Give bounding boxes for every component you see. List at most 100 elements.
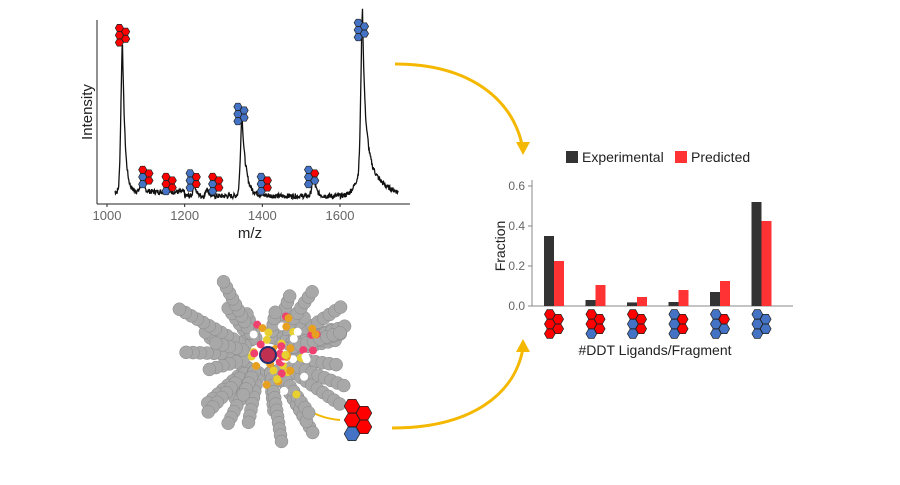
peak-fragment-icon bbox=[353, 18, 370, 42]
fraction-bar-chart: Experimental Predicted Fraction #DDT Lig… bbox=[492, 149, 793, 358]
core-atom bbox=[293, 327, 302, 336]
bar-y-tick-label: 0.6 bbox=[508, 179, 525, 193]
peak-fragment-icon bbox=[138, 165, 154, 189]
core-atom bbox=[262, 380, 271, 389]
blue-ligand-hexagon bbox=[239, 113, 249, 122]
bar-experimental bbox=[585, 300, 596, 306]
core-atom bbox=[277, 342, 286, 351]
ligand-chain-atom bbox=[305, 425, 320, 440]
ligand-chain-atom bbox=[236, 388, 251, 402]
peak-fragment-icon bbox=[303, 165, 320, 189]
red-ligand-hexagon bbox=[167, 176, 177, 185]
peak-fragment-icon bbox=[114, 24, 131, 47]
core-atom bbox=[262, 335, 271, 344]
ligand-chain-atom bbox=[209, 336, 223, 350]
bar-x-label: #DDT Ligands/Fragment bbox=[578, 342, 731, 358]
category-fragment-icon bbox=[709, 309, 731, 339]
peak-fragment-icon bbox=[256, 172, 272, 196]
core-atom bbox=[308, 346, 317, 355]
category-fragment-icon bbox=[668, 309, 689, 339]
core-atom bbox=[284, 314, 293, 323]
red-ligand-hexagon bbox=[262, 176, 272, 185]
spectrum-line bbox=[114, 8, 399, 201]
bar-experimental bbox=[751, 202, 762, 306]
red-ligand-hexagon bbox=[552, 323, 565, 334]
arrowhead-icon bbox=[516, 339, 530, 352]
bar-predicted bbox=[761, 221, 772, 306]
spectrum-x-tick-label: 1600 bbox=[326, 208, 355, 223]
red-ligand-hexagon bbox=[585, 309, 598, 320]
blue-ligand-hexagon bbox=[709, 309, 722, 320]
bar-predicted bbox=[678, 290, 689, 306]
peak-fragment-icon bbox=[208, 172, 224, 196]
peak-fragment-icon bbox=[233, 102, 249, 126]
core-atom bbox=[286, 344, 295, 353]
bar-y-tick-label: 0.2 bbox=[508, 259, 525, 273]
category-fragment-icon bbox=[626, 309, 648, 339]
bar-y-label: Fraction bbox=[492, 221, 508, 272]
blue-ligand-hexagon bbox=[239, 106, 249, 115]
legend-label-predicted: Predicted bbox=[691, 149, 750, 165]
red-ligand-hexagon bbox=[167, 183, 177, 192]
ligand-chain-atom bbox=[333, 326, 347, 340]
spectrum-x-label: m/z bbox=[238, 225, 262, 242]
red-ligand-hexagon bbox=[310, 169, 320, 178]
red-ligand-hexagon bbox=[191, 172, 201, 181]
arrow-fragment-to-chart bbox=[391, 347, 525, 430]
red-ligand-hexagon bbox=[593, 314, 606, 325]
legend-swatch-predicted bbox=[675, 151, 687, 163]
bar-predicted bbox=[637, 297, 647, 306]
blue-ligand-hexagon bbox=[759, 314, 772, 325]
bar-experimental bbox=[668, 302, 679, 306]
core-atom bbox=[286, 366, 295, 375]
red-ligand-hexagon bbox=[121, 27, 131, 36]
red-ligand-hexagon bbox=[144, 176, 154, 185]
red-ligand-hexagon bbox=[626, 309, 639, 320]
peak-fragment-icon bbox=[161, 172, 177, 196]
blue-ligand-hexagon bbox=[668, 309, 681, 320]
core-atom bbox=[289, 334, 298, 343]
red-ligand-hexagon bbox=[343, 399, 361, 414]
red-ligand-hexagon bbox=[543, 309, 556, 320]
bar-predicted bbox=[720, 281, 730, 306]
core-atom bbox=[289, 355, 298, 364]
ligand-chain-atom bbox=[202, 362, 217, 377]
arrow-spectrum-to-chart bbox=[394, 62, 525, 151]
red-ligand-hexagon bbox=[214, 176, 224, 185]
arrowhead-icon bbox=[516, 142, 530, 155]
bar-y-tick-label: 0.4 bbox=[508, 219, 525, 233]
red-ligand-hexagon bbox=[676, 314, 689, 325]
core-atom bbox=[302, 355, 311, 364]
core-atom bbox=[299, 346, 308, 355]
red-ligand-hexagon bbox=[718, 314, 731, 325]
spectrum-x-tick-label: 1200 bbox=[170, 208, 199, 223]
nanoparticle-model bbox=[172, 275, 352, 449]
ligand-chain-atom bbox=[216, 275, 231, 289]
ligand-chain-atom bbox=[301, 406, 316, 420]
spectrum-y-label: Intensity bbox=[79, 84, 96, 140]
highlighted-ligand bbox=[259, 346, 277, 364]
core-atom bbox=[277, 369, 286, 378]
ligand-chain-atom bbox=[282, 289, 297, 303]
blue-ligand-hexagon bbox=[718, 323, 731, 334]
core-atom bbox=[292, 390, 301, 399]
red-ligand-hexagon bbox=[635, 314, 648, 325]
ligand-chain-atom bbox=[305, 285, 319, 299]
bar-predicted bbox=[554, 261, 564, 306]
blue-ligand-hexagon bbox=[343, 426, 361, 441]
red-ligand-hexagon bbox=[355, 419, 373, 434]
bar-experimental bbox=[627, 302, 637, 306]
blue-ligand-hexagon bbox=[759, 323, 772, 334]
ligand-chain-atom bbox=[221, 416, 235, 430]
ligand-chain-atom bbox=[179, 345, 193, 360]
core-atom bbox=[264, 328, 273, 337]
category-fragment-icon bbox=[751, 309, 772, 339]
ligand-chain-atom bbox=[172, 302, 187, 317]
red-ligand-hexagon bbox=[144, 169, 154, 178]
core-atom bbox=[249, 330, 258, 339]
blue-ligand-hexagon bbox=[310, 176, 320, 185]
category-fragment-icon bbox=[543, 309, 565, 339]
